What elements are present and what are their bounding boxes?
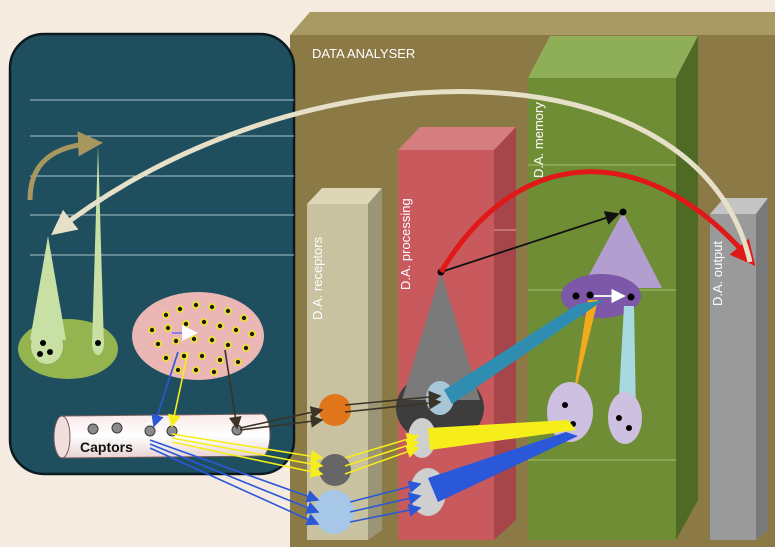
green-cone-objects xyxy=(18,131,118,379)
output-label: D.A. output xyxy=(710,241,725,306)
receptors-column xyxy=(307,188,382,540)
captor-signal-arrows xyxy=(149,349,442,526)
receptors-label: D.A. receptors xyxy=(310,236,325,320)
memory-column xyxy=(528,36,698,540)
captors-label: Captors xyxy=(80,439,133,455)
internal-arrows xyxy=(440,211,626,304)
analyser-title: DATA ANALYSER xyxy=(312,46,415,61)
output-column xyxy=(710,198,768,540)
feedback-arrow xyxy=(51,89,753,263)
processing-label: D.A. processing xyxy=(398,198,413,290)
memory-label: D.A. memory xyxy=(531,102,546,178)
memory-beams xyxy=(428,300,604,502)
red-output-arrow xyxy=(438,169,756,274)
left-panel xyxy=(8,32,296,476)
stimulus-cloud xyxy=(132,292,264,380)
